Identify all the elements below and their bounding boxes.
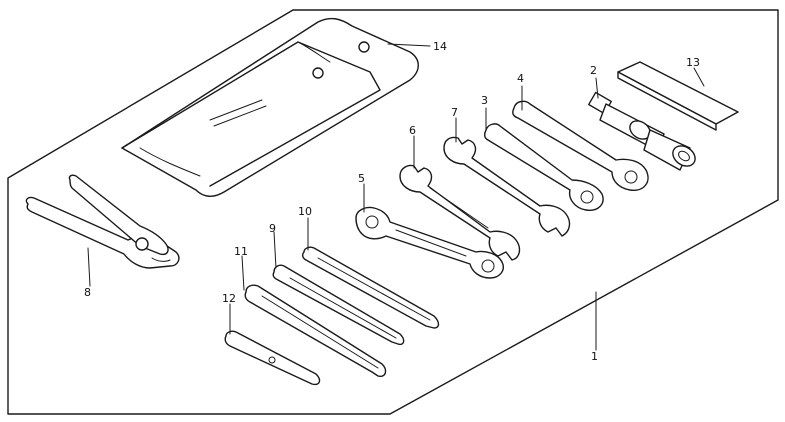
callout-13: 13	[686, 56, 700, 69]
pliers	[25, 174, 180, 269]
pin-spanner-12	[224, 330, 321, 386]
callout-10: 10	[298, 205, 312, 218]
tape-strip	[617, 61, 739, 131]
leader-lines	[87, 43, 705, 351]
screwdriver-handle-11	[244, 284, 387, 378]
box-wrench-5	[355, 206, 504, 279]
callout-12: 12	[222, 292, 236, 305]
screwdriver-9	[272, 264, 405, 346]
open-end-wrench-7	[443, 136, 571, 237]
callout-9: 9	[269, 222, 276, 235]
box-wrench-4	[512, 100, 649, 191]
callout-1: 1	[591, 350, 598, 363]
callout-8: 8	[84, 286, 91, 299]
callout-2: 2	[590, 64, 597, 77]
tray-outline	[7, 9, 779, 415]
spark-plug-wrench	[588, 91, 696, 171]
open-end-wrench-6	[399, 164, 521, 261]
callout-7: 7	[451, 106, 458, 119]
screwdriver-10	[301, 246, 440, 329]
callout-11: 11	[234, 245, 248, 258]
callout-6: 6	[409, 124, 416, 137]
combination-wrench-3	[483, 123, 604, 211]
callout-3: 3	[481, 94, 488, 107]
callout-14: 14	[433, 40, 447, 53]
callout-5: 5	[358, 172, 365, 185]
callout-4: 4	[517, 72, 524, 85]
tool-bag	[121, 17, 419, 197]
